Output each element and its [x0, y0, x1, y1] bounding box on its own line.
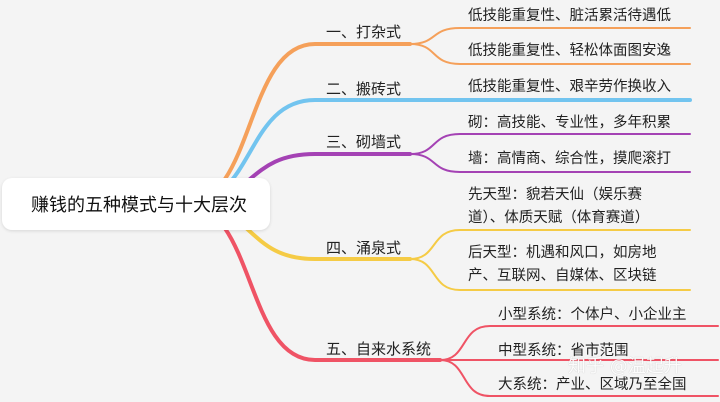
- leaf-5-3-connector: [439, 359, 719, 397]
- leaf-5-3: 大系统：产业、区域乃至全国: [498, 377, 687, 393]
- watermark: 知乎 @温起升: [568, 356, 682, 377]
- leaf-4-2-line2: 产、互联网、自媒体、区块链: [468, 268, 657, 284]
- leaf-4-1-line2: 道）、体质天赋（体育赛道）: [468, 210, 650, 226]
- root-label: 赚钱的五种模式与十大层次: [31, 195, 247, 216]
- branch-3-label: 三、砌墙式: [326, 133, 402, 151]
- leaf-2-1: 低技能重复性、艰辛劳作换收入: [468, 79, 671, 95]
- leaf-1-1: 低技能重复性、脏活累活待遇低: [468, 8, 671, 24]
- leaf-3-2: 墙：高情商、综合性，摸爬滚打: [468, 151, 671, 167]
- leaf-4-1-connector: [409, 229, 691, 260]
- leaf-5-2: 中型系统：省市范围: [498, 343, 629, 359]
- leaf-3-1-connector: [409, 133, 691, 155]
- leaf-4-2-connector: [409, 258, 691, 291]
- branch-2-label: 二、搬砖式: [326, 80, 402, 98]
- branch-5-label: 五、自来水系统: [326, 340, 432, 358]
- leaf-1-2-connector: [409, 43, 691, 65]
- leaf-5-1: 小型系统：个体户、小企业主: [498, 307, 687, 323]
- root-node: 赚钱的五种模式与十大层次: [2, 178, 270, 230]
- branch-4-label: 四、涌泉式: [326, 239, 402, 257]
- leaf-4-1-line1: 先天型：貌若天仙（娱乐赛: [468, 187, 642, 203]
- leaf-3-1: 砌：高技能、专业性，多年积累: [468, 115, 671, 131]
- leaf-1-1-connector: [409, 27, 691, 45]
- leaf-5-1-connector: [439, 325, 719, 361]
- leaf-1-2: 低技能重复性、轻松体面图安逸: [468, 43, 671, 59]
- leaf-3-2-connector: [409, 153, 691, 173]
- branch-1-label: 一、打杂式: [326, 23, 402, 41]
- leaf-4-2-line1: 后天型：机遇和风口，如房地: [468, 245, 657, 261]
